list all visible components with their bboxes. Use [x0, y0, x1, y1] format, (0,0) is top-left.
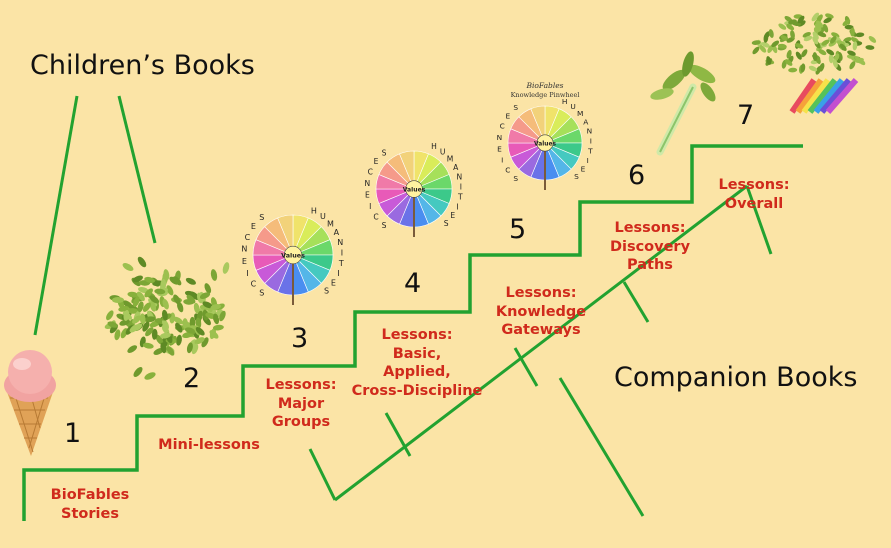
step-label-2: Mini-lessons — [158, 437, 260, 453]
svg-text:C: C — [251, 280, 257, 289]
svg-text:I: I — [456, 202, 458, 211]
childrens-books-lines — [33, 95, 157, 336]
svg-text:I: I — [590, 136, 592, 145]
step-number-2: 2 — [183, 363, 201, 394]
svg-text:C: C — [368, 167, 373, 176]
svg-text:Values: Values — [534, 142, 556, 148]
svg-text:E: E — [242, 257, 247, 266]
svg-text:M: M — [327, 219, 334, 228]
svg-text:U: U — [320, 212, 326, 221]
companion-tree-lines — [308, 184, 773, 517]
step-number-7: 7 — [737, 100, 755, 131]
svg-text:C: C — [373, 212, 378, 221]
svg-text:H: H — [311, 207, 317, 216]
svg-text:S: S — [382, 148, 387, 157]
svg-text:S: S — [382, 221, 387, 230]
ice-cream-cone-icon — [4, 350, 56, 456]
svg-text:N: N — [365, 179, 371, 188]
sapling-icon — [650, 51, 716, 156]
svg-text:S: S — [259, 213, 264, 222]
svg-text:Knowledge Pinwheel: Knowledge Pinwheel — [511, 91, 580, 99]
svg-text:C: C — [500, 122, 505, 131]
svg-text:C: C — [505, 166, 510, 175]
svg-text:I: I — [587, 156, 589, 165]
svg-text:S: S — [259, 289, 264, 298]
svg-text:E: E — [374, 157, 379, 166]
companion-books-heading: Companion Books — [614, 362, 858, 393]
svg-text:E: E — [450, 211, 455, 220]
childrens-books-heading: Children’s Books — [30, 50, 255, 81]
svg-text:M: M — [447, 154, 454, 163]
svg-text:S: S — [444, 219, 449, 228]
step-label-4: Lessons:Basic,Applied,Cross-Discipline — [351, 327, 483, 399]
step-number-1: 1 — [64, 418, 82, 449]
svg-text:N: N — [337, 238, 343, 247]
step-number-3: 3 — [291, 323, 309, 354]
svg-text:Values: Values — [281, 252, 305, 260]
step-number-4: 4 — [404, 268, 422, 299]
svg-text:T: T — [587, 146, 593, 155]
svg-text:A: A — [453, 163, 459, 172]
svg-text:I: I — [460, 182, 462, 191]
svg-text:I: I — [341, 248, 343, 257]
staircase-line — [22, 144, 803, 521]
svg-text:S: S — [513, 103, 518, 112]
pinwheel-icon: ValuesSCIENCESHUMANITIESBioFablesKnowled… — [497, 81, 593, 190]
svg-text:T: T — [338, 259, 344, 268]
svg-text:N: N — [457, 172, 463, 181]
svg-text:S: S — [324, 287, 329, 296]
svg-text:N: N — [497, 133, 503, 142]
svg-text:A: A — [334, 228, 340, 237]
svg-text:H: H — [562, 97, 568, 106]
svg-text:I: I — [501, 156, 503, 165]
svg-text:T: T — [457, 193, 463, 202]
svg-text:E: E — [365, 191, 370, 200]
svg-text:C: C — [245, 233, 251, 242]
svg-text:M: M — [577, 109, 583, 118]
svg-text:H: H — [431, 142, 437, 151]
svg-text:BioFables: BioFables — [525, 81, 563, 90]
svg-text:N: N — [241, 245, 247, 254]
leaf-pile-icon — [104, 256, 230, 380]
svg-text:N: N — [587, 127, 593, 136]
step-label-7: Lessons:Overall — [718, 177, 790, 212]
svg-text:U: U — [570, 102, 575, 111]
svg-text:S: S — [574, 172, 579, 181]
step-number-6: 6 — [628, 160, 646, 191]
svg-text:E: E — [331, 279, 336, 288]
svg-text:Values: Values — [403, 187, 426, 194]
svg-text:E: E — [581, 165, 586, 174]
svg-text:E: E — [251, 222, 256, 231]
svg-text:U: U — [440, 147, 446, 156]
svg-text:I: I — [369, 202, 371, 211]
svg-text:S: S — [513, 174, 518, 183]
rainbow-tree-icon — [751, 12, 877, 114]
step-number-5: 5 — [509, 214, 527, 245]
svg-text:E: E — [505, 112, 510, 121]
svg-text:E: E — [497, 144, 502, 153]
svg-text:I: I — [337, 269, 339, 278]
svg-text:I: I — [246, 269, 248, 278]
svg-text:A: A — [583, 117, 588, 126]
